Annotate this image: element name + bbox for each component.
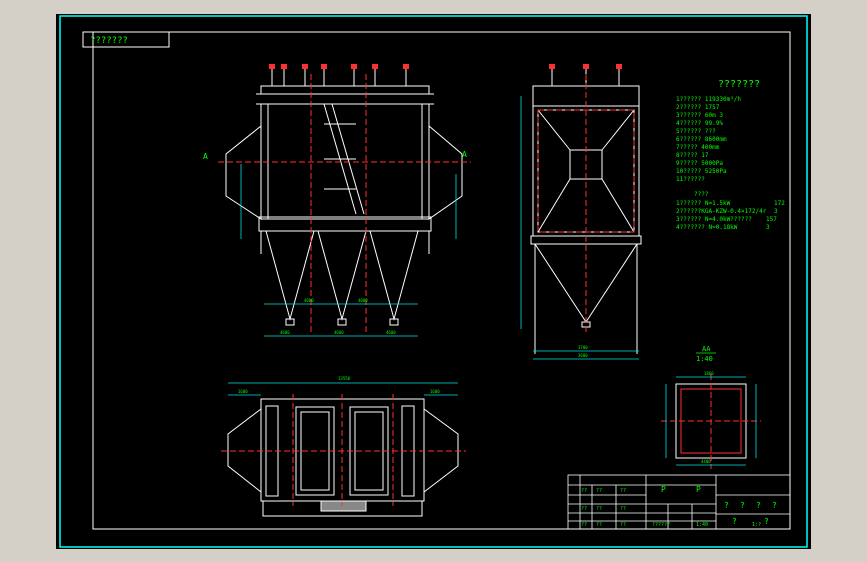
title-cell: ??	[596, 488, 602, 494]
title-code: ??????	[652, 522, 670, 528]
tech-spec-line: 8????? 17	[676, 152, 709, 159]
tech-spec-line: 7????? 400mm	[676, 144, 720, 151]
tech-spec-line: 3?????? 60m 3	[676, 112, 723, 119]
section-marker-left: A	[203, 152, 208, 161]
tech-spec-line: 6?????? 8600mm	[676, 136, 727, 143]
front-view-dimensions	[240, 164, 457, 337]
tech-spec-line: 1?????? 119330m³/h	[676, 96, 741, 103]
title-mark: ?	[724, 501, 729, 510]
title-cell: ??	[596, 506, 602, 512]
tech-spec-line: 2?????? 1757	[676, 104, 720, 111]
title-cell: ??	[581, 488, 587, 494]
front-view	[225, 64, 463, 326]
motor-spec-line: 1?????? N=1.5kW	[676, 200, 731, 207]
title-cell: ??	[596, 522, 602, 528]
front-view-centerlines	[218, 74, 471, 334]
plan-view	[227, 398, 459, 517]
tech-spec-line: 4?????? 99.9%	[676, 120, 723, 127]
plan-view-dimensions	[228, 382, 458, 396]
motor-qty: 172	[774, 200, 785, 207]
section-scale: 1:40	[696, 355, 713, 363]
front-dim-3: 4600	[386, 330, 396, 335]
cone-dim-1: 4000	[304, 298, 314, 303]
motor-qty: 3	[766, 224, 770, 231]
side-dim-width: 3700	[578, 345, 588, 350]
side-view-centerlines	[537, 74, 635, 334]
motor-qty: 3	[774, 208, 778, 215]
title-cell: ??	[620, 488, 626, 494]
drawing-svg: ???????	[59, 15, 808, 548]
tech-spec-line: 11??????	[676, 176, 705, 183]
title-mark: ?	[740, 501, 745, 510]
corner-label-box	[82, 31, 170, 48]
title-mark: ?	[772, 501, 777, 510]
plan-dim-left: 1600	[238, 389, 248, 394]
front-dim-1: 4600	[280, 330, 290, 335]
motor-specs-heading: ????	[694, 191, 709, 198]
title-drawing-no: 1:?	[752, 522, 761, 528]
title-scale: 1:40	[696, 522, 708, 528]
motor-specs-list: 1?????? N=1.5kW 2??????KGA-KZW-0.4×172/4…	[676, 200, 785, 231]
side-dim-total: 3600	[578, 353, 588, 358]
corner-label: ???????	[90, 36, 128, 46]
tech-spec-line: 9????? 5000Pa	[676, 160, 723, 167]
title-mark: P	[661, 485, 666, 494]
section-marker-right: A	[462, 150, 467, 159]
motor-spec-line: 2??????KGA-KZW-0.4×172/4r	[676, 208, 767, 215]
plan-dim-right: 1600	[430, 389, 440, 394]
tech-spec-line: 5?????? ???	[676, 128, 716, 135]
title-block-marks: P P ? ? ? ? ? ?	[661, 485, 777, 526]
tech-specs-heading: ???????	[718, 79, 760, 90]
plan-dim-total: 13550	[338, 376, 351, 381]
drawing-frame	[92, 31, 791, 530]
title-cell: ??	[581, 522, 587, 528]
tech-spec-line: 10????? 5250Pa	[676, 168, 727, 175]
tech-specs-list: 1?????? 119330m³/h 2?????? 1757 3?????? …	[676, 96, 741, 183]
front-dim-2: 4600	[334, 330, 344, 335]
outer-frame-border	[59, 15, 808, 548]
cone-dim-2: 4000	[358, 298, 368, 303]
section-label: AA	[702, 345, 711, 353]
title-block-text: ?? ?? ?? ?? ?? ?? ?? ?? ?? ?????? 1:40 1…	[581, 488, 761, 528]
title-mark: ?	[756, 501, 761, 510]
section-dim-top: 1860	[704, 371, 714, 376]
title-mark: ?	[764, 517, 769, 526]
plan-view-centerlines	[221, 394, 466, 506]
motor-qty: 157	[766, 216, 777, 223]
motor-spec-line: 3?????? N=4.0kW??????	[676, 216, 752, 223]
motor-spec-line: 4??????? N=0.18kW	[676, 224, 738, 231]
side-view-valves	[549, 64, 622, 69]
title-cell: ??	[620, 506, 626, 512]
section-dim-bottom: 4400	[701, 459, 711, 464]
section-view	[661, 374, 761, 469]
title-cell: ??	[620, 522, 626, 528]
title-block	[567, 474, 791, 530]
cad-drawing-canvas[interactable]: ???????	[56, 14, 811, 549]
title-mark: P	[696, 485, 701, 494]
side-view-dimensions	[520, 96, 639, 360]
title-cell: ??	[581, 506, 587, 512]
title-mark: ?	[732, 517, 737, 526]
